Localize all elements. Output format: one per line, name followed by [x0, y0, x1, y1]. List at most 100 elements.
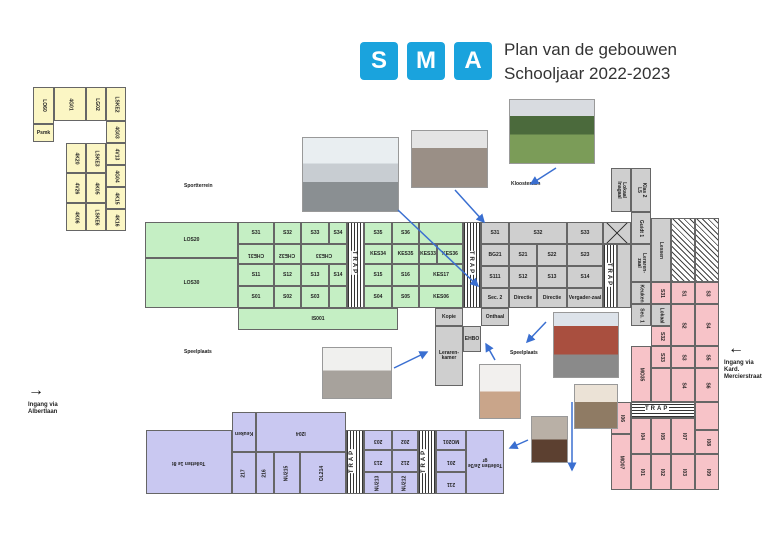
room-kes17: KES17 [419, 264, 463, 286]
room-4v26: 4V26 [66, 173, 86, 203]
room-s12: S12 [274, 264, 301, 286]
room-kes34: KES34 [364, 244, 392, 264]
room-keuken: Keuken [232, 412, 256, 452]
room-i05: I05 [651, 418, 671, 454]
page-title: Plan van de gebouwen [504, 40, 677, 59]
photo-garden [509, 99, 595, 164]
room-kes35: KES35 [392, 244, 419, 264]
room-p-6: S4 [695, 304, 719, 346]
room-p-3: S3 [671, 346, 695, 368]
room-los20: LOS20 [145, 222, 238, 258]
room-s13: S13 [301, 264, 329, 286]
room-i01: I01 [631, 454, 651, 490]
room-green-top-right [419, 222, 463, 244]
room-che31: CHE31 [238, 244, 274, 264]
room-s21: S21 [509, 244, 537, 266]
room-ol214: OL214 [300, 452, 346, 494]
arrow-photo-6 [485, 342, 496, 361]
room-i02: I02 [651, 454, 671, 490]
trap-label-grey-1: TRAP [468, 250, 475, 276]
room-toiletten-1: Toiletten 1e 8t [146, 430, 232, 494]
entry-label-left: Ingang via Albertlaan [28, 402, 58, 416]
room-i204: I204 [256, 412, 346, 452]
entry-arrow-right: ← [728, 340, 744, 357]
room-che33: CHE33 [301, 244, 347, 264]
room-213: 213 [364, 450, 392, 472]
arrow-photo-4 [393, 351, 429, 369]
room-nu215: NU215 [274, 452, 300, 494]
room-203: 203 [364, 430, 392, 450]
label-kloostertuin: Kloostertuin [511, 181, 541, 187]
room-grey-right-blank [617, 244, 631, 308]
room-217: 217 [232, 452, 256, 494]
room-lokaal-grey: Lokaal [651, 304, 671, 326]
room-i03: I03 [671, 454, 695, 490]
trap-label-pink: TRAP [645, 406, 670, 412]
room-che32: CHE32 [274, 244, 301, 264]
room-nu212: NU212 [392, 472, 418, 494]
room-bg21: BG21 [481, 244, 509, 266]
room-is001: IS001 [238, 308, 398, 330]
room-p-8: S6 [695, 368, 719, 402]
room-4v13: 4V13 [106, 143, 126, 165]
room-mo35: MO35 [631, 346, 651, 402]
room-s12-grey: S12 [509, 266, 537, 288]
label-sportterrein: Sportterrein [184, 183, 213, 189]
room-p-4: S4 [671, 368, 695, 402]
photo-corridor [574, 384, 618, 429]
room-s04: S04 [364, 286, 392, 308]
trap-label-grey-2: TRAP [606, 262, 613, 288]
entry-arrow-left: → [28, 382, 44, 399]
room-4k06: 4K06 [66, 203, 86, 231]
room-grey-right-2: Klas 2 L5 [631, 168, 651, 212]
room-toiletten-2: Toiletten 2e/3e gr [466, 430, 504, 494]
room-vergaderzaal: Vergader-zaal [567, 288, 603, 308]
room-leraren: Leraren-kamer [435, 326, 463, 386]
room-lerarenzaal: Leraren-zaal [631, 244, 651, 282]
arrow-photo-5 [525, 321, 547, 344]
hatched-area-2 [695, 218, 719, 282]
room-p-s31: S31 [651, 282, 671, 304]
logo-letter-s: S [360, 42, 398, 80]
room-nu213: NU213 [364, 472, 392, 494]
room-grey-right-3: Guidt 1 [631, 212, 651, 244]
logo-letter-m: M [407, 42, 445, 80]
room-mo07: MO07 [611, 434, 631, 490]
room-p-5: S3 [695, 282, 719, 304]
room-s33: S33 [301, 222, 329, 244]
room-ehbo: EHBO [463, 326, 481, 352]
room-s13-grey: S13 [537, 266, 567, 288]
room-kes33: KES33 [419, 244, 437, 264]
room-211: 211 [436, 472, 466, 494]
room-s15: S15 [364, 264, 392, 286]
room-g-x [603, 222, 631, 244]
room-kes36: KES36 [437, 244, 463, 264]
room-lg02: LG02 [86, 87, 106, 121]
room-p-right-blank [695, 402, 719, 430]
label-speelplaats-right: Speelplaats [510, 350, 538, 356]
room-i04: I04 [631, 418, 651, 454]
room-p-1: S1 [671, 282, 695, 304]
room-s32: S32 [274, 222, 301, 244]
room-4k16: 4K16 [106, 209, 126, 231]
room-kes06: KES06 [419, 286, 463, 308]
room-grey-right-1: Lokaal Inagaal [611, 168, 631, 212]
room-directie-1: Directie [509, 288, 537, 308]
room-4g03: 4G03 [106, 121, 126, 143]
entry-label-right: Ingang via Kard. Mercierstraat [724, 360, 762, 381]
room-onthaal: Onthaal [481, 308, 509, 326]
photo-classroom-top [302, 137, 399, 212]
room-i08: I08 [695, 430, 719, 454]
room-s22: S22 [537, 244, 567, 266]
photo-office [322, 347, 392, 399]
room-s31: S31 [238, 222, 274, 244]
room-4k05: 4K05 [86, 173, 106, 203]
room-s14: S14 [329, 264, 347, 286]
room-s05: S05 [392, 286, 419, 308]
room-216: 216 [256, 452, 274, 494]
room-p-s33: S33 [651, 346, 671, 368]
photo-ehbo-room [479, 364, 521, 419]
photo-students [411, 130, 488, 188]
room-p-s32: S32 [651, 326, 671, 346]
page-subtitle: Schooljaar 2022-2023 [504, 64, 671, 83]
